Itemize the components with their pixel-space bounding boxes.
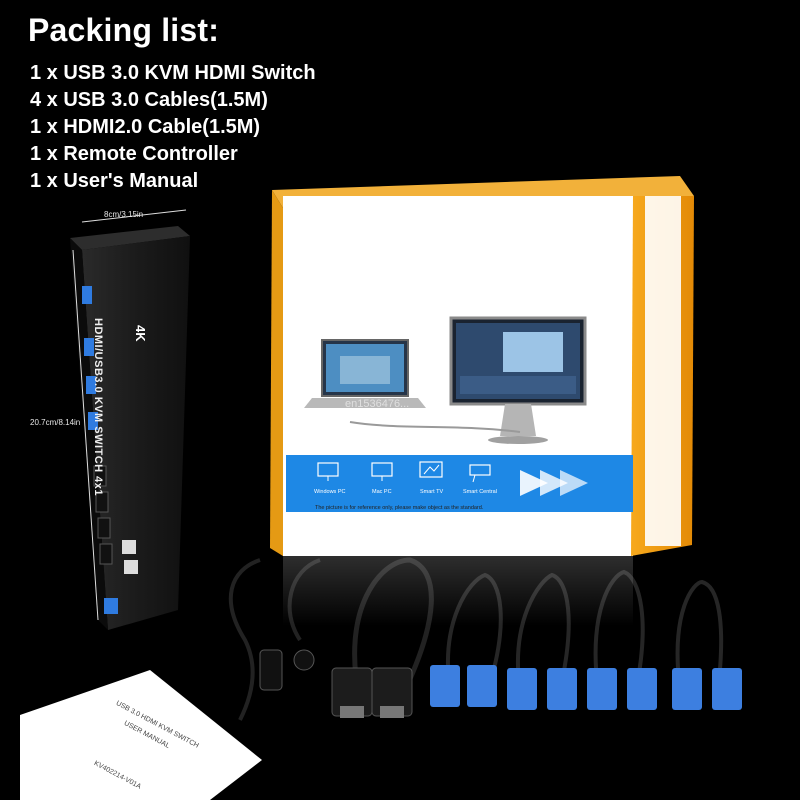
- box-reflection: [283, 556, 633, 626]
- box-icon-label: Mac PC: [372, 489, 392, 495]
- box-icon-label: Windows PC: [314, 489, 346, 495]
- box-caption: The picture is for reference only, pleas…: [315, 505, 484, 511]
- packing-item: 1 x Remote Controller: [30, 143, 238, 165]
- packing-list: 1 x USB 3.0 KVM HDMI Switch 4 x USB 3.0 …: [30, 60, 316, 195]
- device-width-label: 8cm/3.15in: [104, 210, 144, 219]
- packing-title: Packing list:: [28, 12, 220, 48]
- smart-tv-icon: [419, 461, 443, 478]
- packing-item: 1 x User's Manual: [30, 170, 199, 192]
- packing-item: 1 x HDMI2.0 Cable(1.5M): [30, 116, 261, 138]
- box-icon-label: Smart Central: [463, 489, 497, 495]
- windows-pc-icon: [317, 462, 339, 481]
- monitor-image: [449, 316, 587, 444]
- user-manual: [20, 670, 262, 800]
- laptop-image: [304, 339, 426, 408]
- watermark: en1536476...: [345, 398, 410, 410]
- device-name-label: HDMI/USB3.0 KVM SWITCH 4x1: [92, 318, 104, 497]
- kvm-switch-device: [70, 209, 190, 630]
- device-length-label: 20.7cm/8.14in: [30, 418, 81, 427]
- camera-icon: [469, 464, 491, 483]
- retail-box: [270, 176, 694, 556]
- mac-pc-icon: [371, 462, 393, 481]
- usb-connectors: [430, 665, 742, 710]
- device-4k-badge: 4K: [133, 325, 148, 342]
- packing-item: 1 x USB 3.0 KVM HDMI Switch: [30, 62, 316, 84]
- packing-item: 4 x USB 3.0 Cables(1.5M): [30, 89, 268, 111]
- box-icon-label: Smart TV: [420, 489, 444, 495]
